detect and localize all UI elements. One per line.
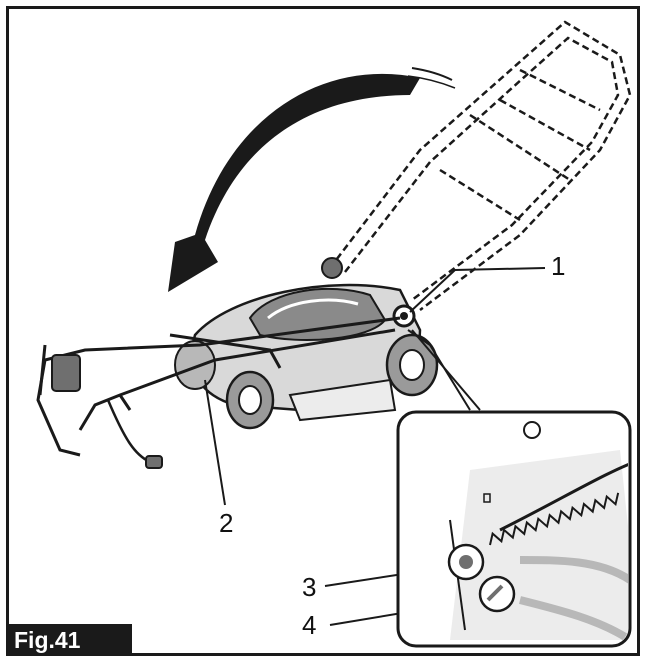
callout-1: 1 xyxy=(551,251,566,281)
magnified-gear-detail-icon xyxy=(396,410,632,648)
lawn-mower-icon xyxy=(174,257,439,430)
callout-3: 3 xyxy=(302,572,317,602)
handle-ghost-icon xyxy=(329,20,632,311)
figure-label: Fig.41 xyxy=(6,624,132,656)
curved-rotation-arrow-icon xyxy=(168,67,456,293)
callout-2: 2 xyxy=(219,508,234,538)
folded-handle-icon xyxy=(36,316,401,469)
callout-4: 4 xyxy=(302,610,317,640)
